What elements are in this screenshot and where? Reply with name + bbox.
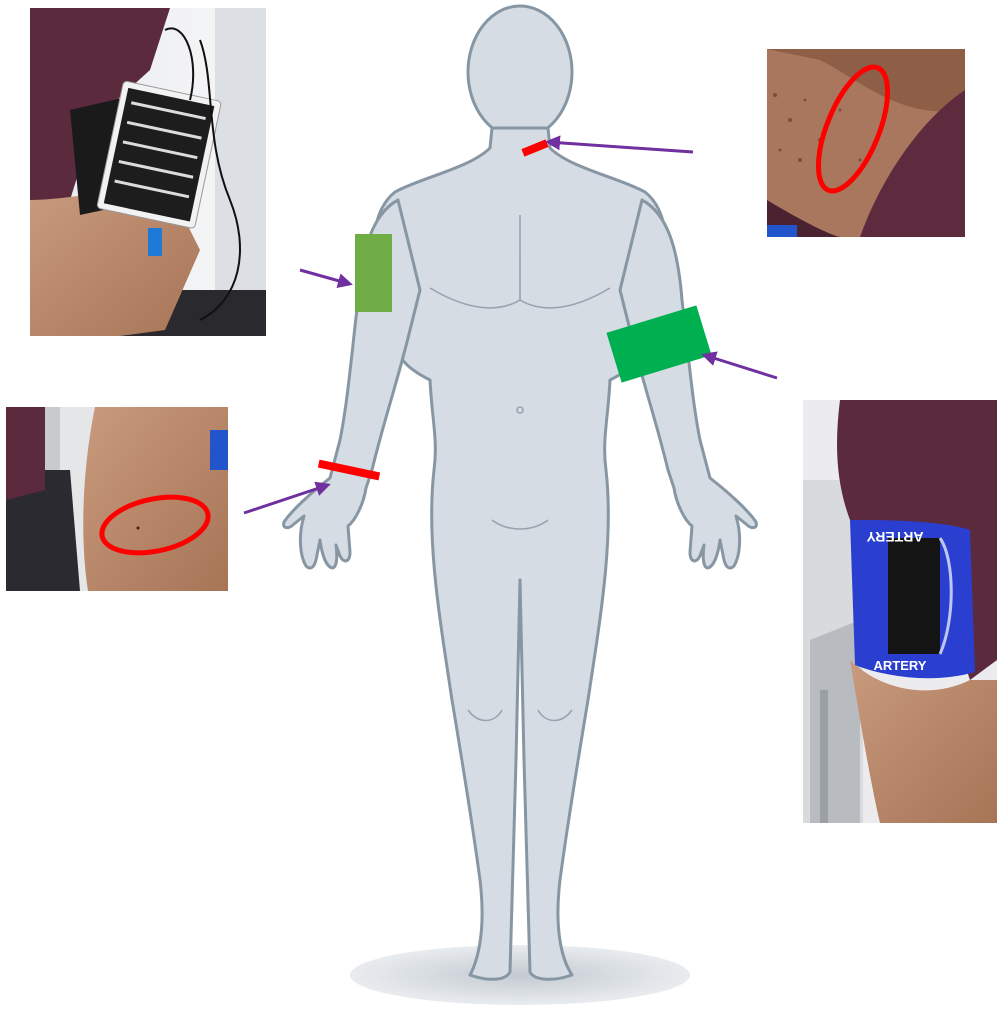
right-arm-arrow: [704, 355, 777, 378]
photo-wrist-site: [6, 407, 228, 591]
left-arm: [284, 200, 420, 568]
cuff-brand-top: ARTERY: [866, 529, 924, 545]
floor-shadow: [350, 945, 690, 1005]
photo-bp-cuff: ARTERY ARTERY: [803, 400, 997, 823]
photo-neck-site: [767, 49, 965, 237]
left-upper-arm-sensor-marker: [355, 234, 392, 312]
photo-arm-device: [30, 8, 266, 336]
neck-arrow: [548, 142, 693, 152]
cuff-brand-bottom: ARTERY: [874, 658, 927, 673]
right-arm: [620, 200, 756, 568]
left-arm-arrow: [300, 270, 350, 284]
head: [468, 6, 572, 138]
